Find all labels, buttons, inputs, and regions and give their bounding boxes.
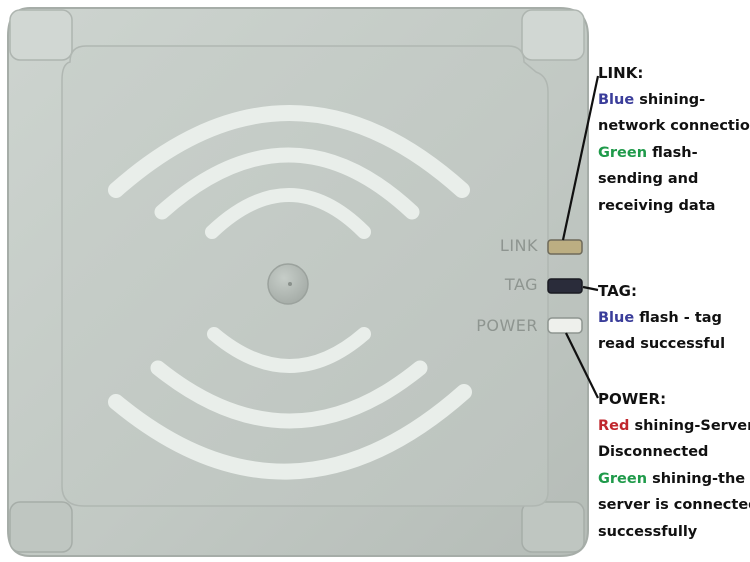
callout-power-green-text-3: successfully xyxy=(598,523,698,540)
signal-arcs-lower xyxy=(108,327,472,480)
callout-power-green-word: Green xyxy=(598,470,648,487)
callout-tag-blue-text-2: read successful xyxy=(598,336,726,352)
callout-tag-title: TAG: xyxy=(598,282,637,300)
callout-tag: TAG: Blue flash - tag read successful xyxy=(598,278,725,358)
indicator-label-tag: TAG xyxy=(504,275,538,294)
callout-link-green-text-1: flash- xyxy=(647,144,698,161)
leader-line-power xyxy=(565,332,599,399)
callout-link-blue-text-1: shining- xyxy=(634,91,706,108)
callout-link-blue-line: Blue shining- xyxy=(598,87,750,114)
callout-link-green-word: Green xyxy=(598,144,648,161)
callout-link: LINK: Blue shining- network connection G… xyxy=(598,60,750,219)
callout-power-red-text-2: Disconnected xyxy=(598,444,709,460)
signal-arc-lower-inner xyxy=(207,327,371,373)
indicator-label-power: POWER xyxy=(476,316,538,335)
callout-power-red-word: Red xyxy=(598,417,630,434)
callout-power-red-text-1: shining-Server xyxy=(629,417,750,434)
led-link xyxy=(547,239,583,255)
callout-tag-blue-text-1: flash - tag xyxy=(634,309,722,326)
leader-line-tag xyxy=(582,285,599,292)
callout-link-blue-word: Blue xyxy=(598,91,635,108)
leader-lines xyxy=(561,75,600,399)
callout-power-title: POWER: xyxy=(598,390,667,408)
signal-arc-lower-middle xyxy=(150,360,428,429)
corner-tab-bottom-right xyxy=(521,501,585,553)
callout-link-green-line: Green flash- xyxy=(598,140,750,167)
callout-tag-blue-line: Blue flash - tag xyxy=(598,305,725,332)
led-tag xyxy=(547,278,583,294)
callout-power-green-text-2: server is connected xyxy=(598,497,750,513)
corner-tab-bottom-left xyxy=(9,501,73,553)
callout-tag-blue-word: Blue xyxy=(598,309,635,326)
callout-power-red-line: Red shining-Server xyxy=(598,413,750,440)
rfid-reader-device: LINK TAG POWER xyxy=(7,7,589,557)
signal-arcs-upper xyxy=(108,105,470,239)
signal-arc-upper-inner xyxy=(205,188,371,239)
callout-power-green-text-1: shining-the xyxy=(647,470,746,487)
signal-arc-lower-outer xyxy=(108,384,472,480)
callout-link-green-text-2: sending and xyxy=(598,171,699,187)
indicator-panel: LINK TAG POWER xyxy=(476,236,538,335)
callout-link-green-text-3: receiving data xyxy=(598,197,716,214)
leader-line-link xyxy=(561,75,600,241)
center-button-dot xyxy=(288,282,292,286)
callout-link-title: LINK: xyxy=(598,64,644,82)
signal-arc-upper-middle xyxy=(154,147,420,220)
led-power xyxy=(547,317,583,334)
callout-power-green-line: Green shining-the xyxy=(598,466,750,493)
signal-arc-upper-outer xyxy=(108,105,470,198)
corner-tab-top-right xyxy=(521,9,585,61)
corner-tab-top-left xyxy=(9,9,73,61)
callout-power: POWER: Red shining-Server Disconnected G… xyxy=(598,386,750,545)
indicator-label-link: LINK xyxy=(500,236,538,255)
callout-link-blue-text-2: network connection xyxy=(598,118,750,134)
